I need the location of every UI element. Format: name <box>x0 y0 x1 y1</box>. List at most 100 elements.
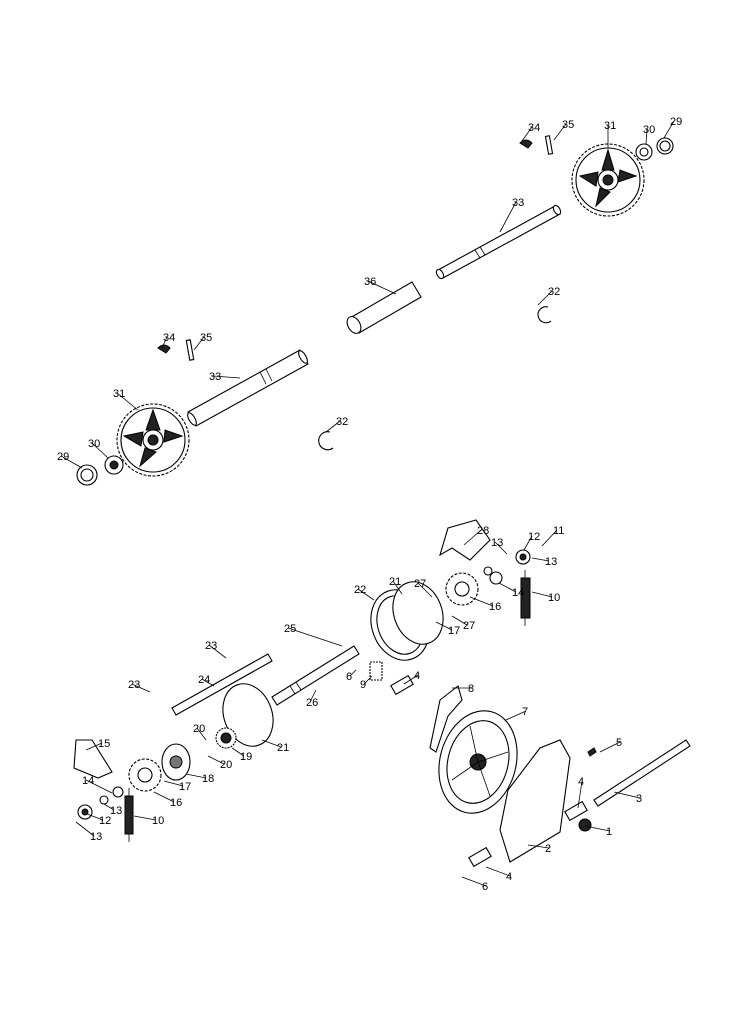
leader-line <box>349 669 357 677</box>
bushing-4-lower <box>468 846 492 868</box>
callout-16: 16 <box>489 601 501 613</box>
frame-2 <box>499 739 571 863</box>
callout-32: 32 <box>336 416 348 428</box>
leader-line <box>103 803 115 811</box>
callout-14: 14 <box>512 587 524 599</box>
callout-25: 25 <box>284 623 296 635</box>
bushing-30-left <box>104 455 124 475</box>
leader-line <box>531 557 550 562</box>
drive-plate-21-right <box>392 581 444 645</box>
callout-19: 19 <box>240 751 252 763</box>
leader-line <box>287 627 343 647</box>
leader-line <box>86 813 104 821</box>
leader-line <box>435 621 453 631</box>
leader-line <box>163 780 184 787</box>
washer-29-left <box>76 464 98 486</box>
callout-15: 15 <box>98 738 110 750</box>
washer-14-right <box>489 571 503 585</box>
callout-4: 4 <box>578 776 584 788</box>
pulley-7 <box>438 710 518 814</box>
callout-18: 18 <box>202 773 214 785</box>
spring-10-left <box>124 788 134 842</box>
axle-33-left <box>187 349 309 427</box>
callout-31: 31 <box>113 388 125 400</box>
key-34-right <box>519 139 533 149</box>
callout-7: 7 <box>522 706 528 718</box>
callout-6: 6 <box>482 881 488 893</box>
callout-27: 27 <box>414 578 426 590</box>
leader-line <box>261 739 282 748</box>
leader-line <box>521 126 533 142</box>
washer-29-right <box>656 137 674 155</box>
leader-line <box>537 290 553 306</box>
leader-line <box>663 120 675 139</box>
leader-line <box>531 591 553 598</box>
callout-2: 2 <box>545 843 551 855</box>
callout-11: 11 <box>553 525 564 537</box>
leader-line <box>541 529 558 547</box>
leader-line <box>645 128 648 145</box>
callout-4: 4 <box>506 871 512 883</box>
leader-line <box>485 866 511 877</box>
spring-10-right <box>520 570 531 626</box>
leader-line <box>469 596 494 607</box>
callout-9: 9 <box>360 679 366 691</box>
callout-16: 16 <box>170 797 182 809</box>
callout-20: 20 <box>193 723 205 735</box>
callout-13: 13 <box>545 556 557 568</box>
nut-1 <box>578 818 592 832</box>
leader-line <box>577 780 583 809</box>
pin-35-right <box>544 135 554 155</box>
callout-34: 34 <box>528 122 540 134</box>
leader-line <box>212 375 241 379</box>
sprocket-16-right <box>445 572 479 606</box>
leader-line <box>185 773 207 779</box>
washer-14-left <box>112 786 124 798</box>
plate-18 <box>161 743 191 781</box>
washer-13-right <box>483 566 493 576</box>
leader-line <box>231 747 245 757</box>
leader-line <box>584 825 611 832</box>
leader-line <box>85 742 103 751</box>
leader-line <box>75 821 95 837</box>
callout-5: 5 <box>616 737 622 749</box>
leader-line <box>494 541 508 555</box>
bracket-15 <box>73 739 113 779</box>
axle-33-right <box>435 204 562 280</box>
callout-33: 33 <box>512 197 524 209</box>
leader-line <box>116 392 139 411</box>
bearing-12-left <box>77 804 93 820</box>
leader-line <box>201 678 215 687</box>
drive-plate-21-left <box>222 683 274 747</box>
callout-26: 26 <box>306 697 318 709</box>
retaining-ring-32-left <box>318 431 334 451</box>
leader-line <box>309 689 317 703</box>
leader-line <box>91 442 109 459</box>
rod-3 <box>593 739 691 807</box>
callout-29: 29 <box>57 451 69 463</box>
leader-line <box>463 529 482 546</box>
shaft-26 <box>271 645 360 706</box>
callout-10: 10 <box>152 815 164 827</box>
spring-9 <box>369 661 383 681</box>
leader-line <box>131 683 151 693</box>
callout-12: 12 <box>99 815 111 827</box>
bushing-30-right <box>635 143 653 161</box>
leader-line <box>505 710 527 721</box>
leader-line <box>357 588 375 601</box>
callout-14: 14 <box>82 775 94 787</box>
callout-23: 23 <box>128 679 140 691</box>
tube-36 <box>346 281 422 334</box>
bracket-28 <box>439 519 491 561</box>
leader-line <box>85 779 113 794</box>
leader-line <box>161 336 168 349</box>
callout-10: 10 <box>548 592 560 604</box>
callout-13: 13 <box>110 805 122 817</box>
callout-27: 27 <box>463 620 475 632</box>
gear-31-left <box>116 403 190 477</box>
leader-line <box>367 280 397 295</box>
callout-28: 28 <box>477 525 489 537</box>
callout-22: 22 <box>354 584 366 596</box>
callout-13: 13 <box>90 831 102 843</box>
